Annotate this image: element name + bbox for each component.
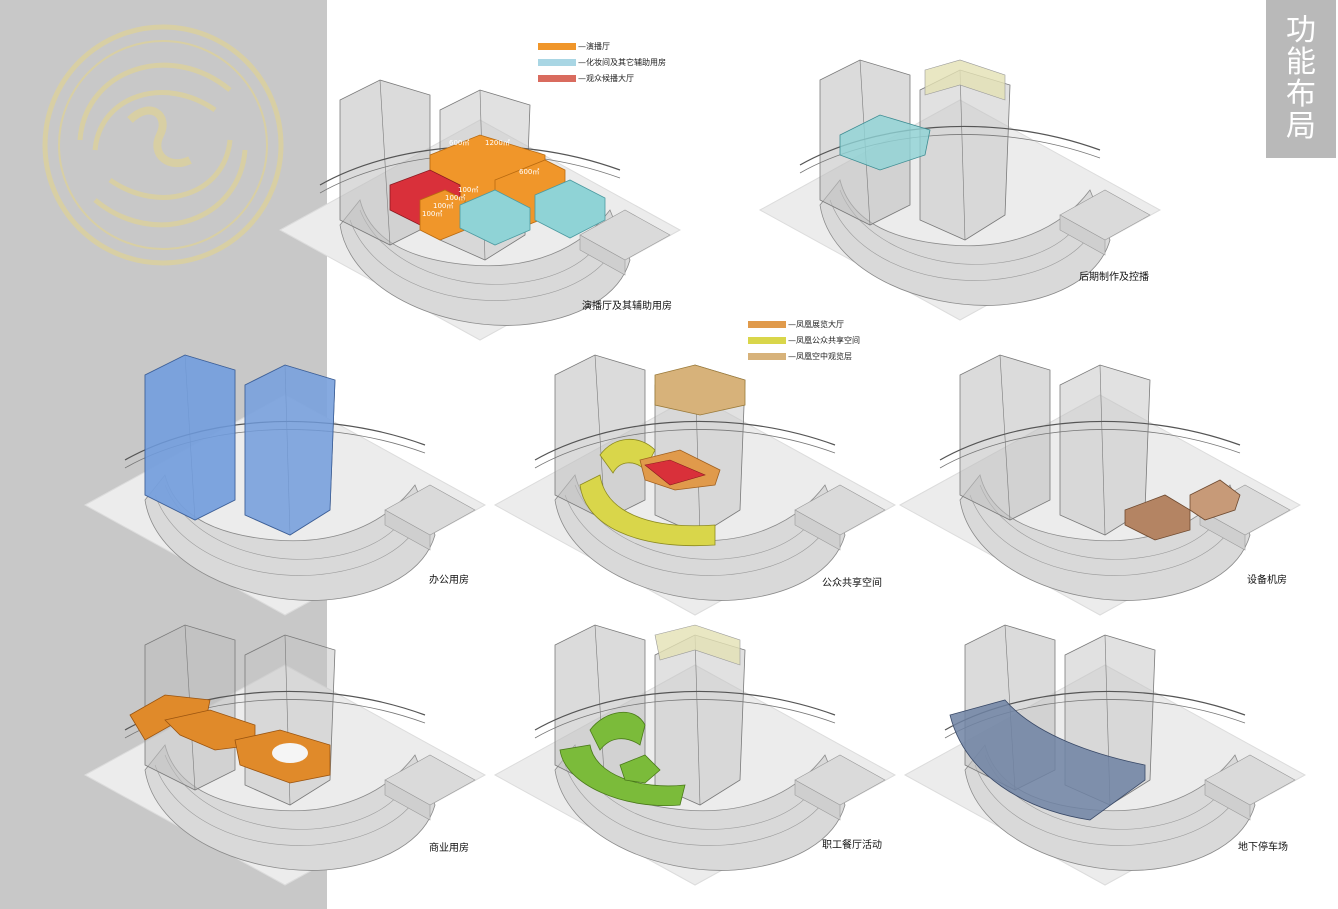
legend-label: —化妆间及其它辅助用房	[578, 57, 666, 67]
model-panel-public	[494, 354, 896, 616]
page-title: 功 能 布 局	[1266, 0, 1336, 158]
area-label: 100㎡	[458, 186, 479, 194]
legend-label: —观众候播大厅	[578, 73, 634, 83]
area-label: 600㎡	[519, 168, 540, 176]
legend-item: —观众候播大厅	[538, 70, 666, 86]
legend-swatch	[748, 352, 786, 360]
legend-item: —凤凰展览大厅	[748, 316, 860, 332]
legend-public: —凤凰展览大厅 —凤凰公众共享空间 —凤凰空中观览层	[748, 316, 860, 364]
title-char: 布	[1286, 77, 1316, 112]
legend-swatch	[748, 320, 786, 328]
caption-office: 办公用房	[429, 575, 469, 586]
caption-parking: 地下停车场	[1238, 842, 1288, 853]
area-label: 600㎡	[449, 139, 470, 147]
legend-label: —演播厅	[578, 41, 610, 51]
legend-label: —凤凰公众共享空间	[788, 335, 860, 345]
model-panel-commercial	[84, 624, 486, 886]
area-label: 1200㎡	[485, 139, 510, 147]
model-panel-parking	[904, 624, 1306, 886]
legend-item: —凤凰空中观览层	[748, 348, 860, 364]
legend-swatch	[538, 58, 576, 66]
title-char: 能	[1286, 45, 1316, 80]
title-char: 功	[1286, 13, 1316, 48]
area-label: 100㎡	[445, 194, 466, 202]
caption-postproduction: 后期制作及控播	[1079, 272, 1149, 283]
legend-item: —化妆间及其它辅助用房	[538, 54, 666, 70]
legend-item: —演播厅	[538, 38, 666, 54]
caption-studio: 演播厅及其辅助用房	[582, 301, 672, 312]
model-panel-equipment	[899, 354, 1301, 616]
caption-commercial: 商业用房	[429, 843, 469, 854]
model-panel-office	[84, 354, 486, 616]
model-panel-studio	[279, 79, 681, 341]
legend-swatch	[538, 42, 576, 50]
title-char: 局	[1286, 109, 1316, 144]
area-label: 100㎡	[433, 202, 454, 210]
model-panel-canteen	[494, 624, 896, 886]
model-panel-postproduction	[759, 59, 1161, 321]
legend-swatch	[538, 74, 576, 82]
legend-studio: —演播厅 —化妆间及其它辅助用房 —观众候播大厅	[538, 38, 666, 86]
legend-item: —凤凰公众共享空间	[748, 332, 860, 348]
caption-equipment: 设备机房	[1247, 575, 1287, 586]
area-label: 100㎡	[422, 210, 443, 218]
logo-emblem	[42, 24, 284, 266]
legend-label: —凤凰空中观览层	[788, 351, 852, 361]
legend-swatch	[748, 336, 786, 344]
legend-label: —凤凰展览大厅	[788, 319, 844, 329]
caption-canteen: 职工餐厅活动	[822, 840, 882, 851]
caption-public: 公众共享空间	[822, 578, 882, 589]
